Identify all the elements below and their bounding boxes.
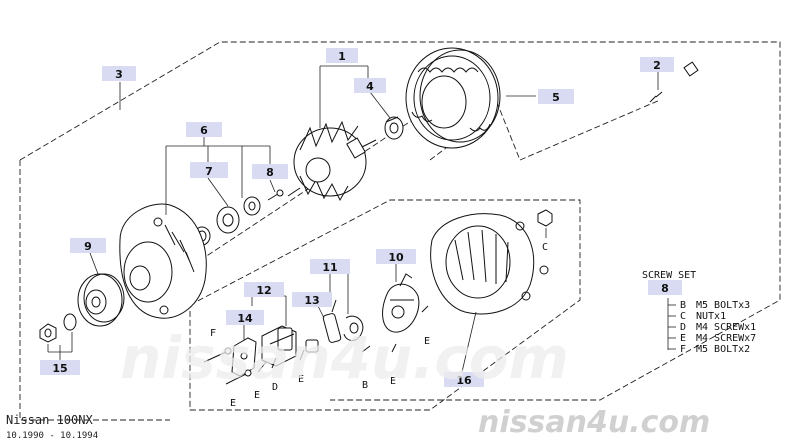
callout-7: 7 [190,162,228,178]
terminal-clip [305,339,319,353]
svg-text:10: 10 [388,251,404,264]
svg-text:12: 12 [256,284,271,297]
svg-text:4: 4 [366,80,374,93]
svg-text:7: 7 [205,165,213,178]
svg-text:13: 13 [304,294,319,307]
watermark-corner: nissan4u.com [478,405,710,440]
front-bearing-7 [216,206,240,234]
lock-washer [63,313,77,331]
callout-2: 2 [640,57,674,72]
callout-14: 14 [226,310,264,325]
screw-set-number: 8 [661,282,669,295]
rear-bearing [384,116,404,140]
letter-e4: E [390,376,396,387]
screw-letters: F E E D E B E E C [210,242,548,409]
rear-small-bolt [539,265,549,275]
callout-1: 1 [326,48,358,63]
svg-text:F: F [680,344,686,355]
svg-text:8: 8 [266,166,274,179]
watermark-main: nissan4u.com [120,324,569,392]
svg-text:E: E [680,333,686,344]
callout-12: 12 [244,282,284,297]
rotor [287,120,377,202]
brush-holder [382,273,420,333]
svg-text:B: B [680,300,686,311]
rear-bracket [430,213,535,315]
svg-text:5: 5 [552,91,560,104]
svg-text:9: 9 [84,240,92,253]
callout-6: 6 [186,122,222,137]
screw-set-legend: SCREW SET 8 B M5 BOLTx3 C NUTx1 D M4 SCR… [642,270,756,355]
svg-text:D: D [680,322,686,333]
svg-text:C: C [680,311,686,322]
callout-16: 16 [444,372,484,387]
through-bolt [639,61,699,109]
front-bracket [119,203,207,319]
callout-3: 3 [102,66,136,81]
callout-15: 15 [40,360,80,375]
screw-e-d [257,305,429,373]
svg-text:1: 1 [338,50,346,63]
callout-13: 13 [292,292,332,307]
svg-text:16: 16 [456,374,472,387]
screw-f [203,347,232,363]
svg-text:6: 6 [200,124,208,137]
letter-f: F [210,328,216,339]
footer-dates: 10.1990 - 10.1994 [6,431,98,441]
callout-8: 8 [252,164,288,179]
stator [405,47,501,149]
svg-text:M5 BOLTx3: M5 BOLTx3 [696,300,750,311]
insulator-11 [343,315,364,341]
letter-e5: E [424,336,430,347]
letter-c: C [542,242,548,253]
rear-nut-c [537,209,553,238]
screw-set-bracket [667,298,676,350]
pulley [77,273,125,327]
regulator-12 [261,325,297,367]
screw-set-title: SCREW SET [642,270,696,281]
letter-e2: E [254,390,260,401]
letter-b: B [362,380,368,391]
callout-11: 11 [310,259,350,274]
small-bolt-8 [267,189,284,201]
svg-text:14: 14 [237,312,253,325]
pulley-nut [39,323,57,343]
screw-f-lower [225,369,252,385]
callout-5: 5 [538,89,574,104]
svg-text:M5 BOLTx2: M5 BOLTx2 [696,344,750,355]
terminal-bolt-13 [322,299,342,343]
svg-text:NUTx1: NUTx1 [696,311,726,322]
callout-9: 9 [70,238,106,253]
footer-model: Nissan 100NX [6,413,93,427]
spacer-washer [243,196,261,216]
callout-4: 4 [354,78,386,93]
svg-text:2: 2 [653,59,661,72]
rear-bracket-frame [189,199,581,411]
svg-text:M4 SCREWx7: M4 SCREWx7 [696,333,756,344]
holder-14 [231,337,257,377]
svg-text:11: 11 [322,261,337,274]
svg-text:15: 15 [52,362,67,375]
letter-e3: E [298,374,304,385]
svg-text:3: 3 [115,68,123,81]
outer-assembly-frame [19,41,781,421]
callout-10: 10 [376,249,416,264]
letter-d: D [272,382,278,393]
svg-text:M4 SCREWx1: M4 SCREWx1 [696,322,756,333]
letter-e1: E [230,398,236,409]
